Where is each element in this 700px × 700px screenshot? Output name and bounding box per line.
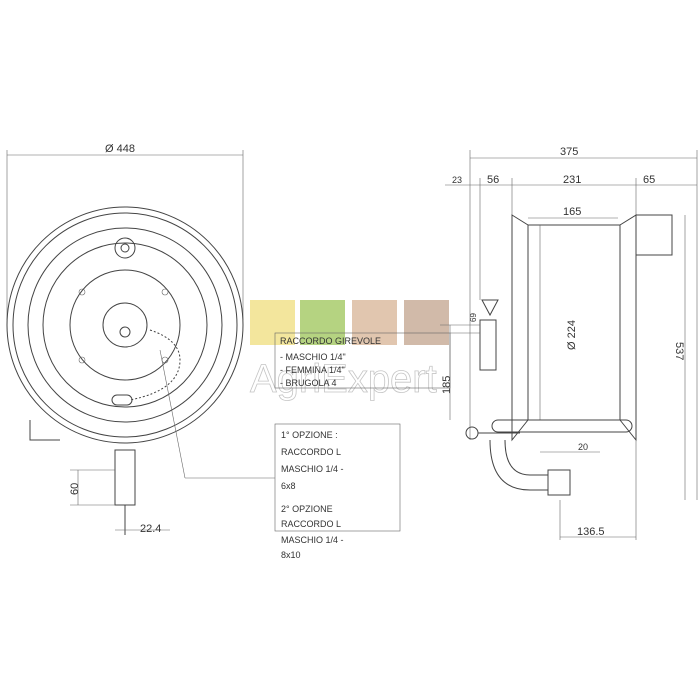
logo-tile-tools	[352, 300, 397, 345]
option-line-8: MASCHIO 1/4 -	[281, 535, 344, 545]
inlet-height-label: 185	[441, 376, 453, 394]
outlet-label: 136.5	[577, 526, 605, 538]
option-line-4: 6x8	[281, 481, 296, 491]
option-line-9: 8x10	[281, 550, 301, 560]
option-line-1: 1° OPZIONE :	[281, 430, 338, 440]
option-line-2: RACCORDO L	[281, 447, 341, 457]
swivel-line-3: - BRUGOLA 4	[280, 378, 337, 388]
drum-diameter-label: Ø 224	[566, 320, 578, 350]
watermark-text: AgriExpert	[250, 357, 437, 401]
logo-tile-wheelbarrow	[300, 300, 345, 345]
total-height-label: 537	[673, 342, 685, 360]
dim-231: 231	[563, 174, 581, 186]
inlet-offset-label: 69	[469, 313, 478, 322]
logo-tile-fence	[404, 300, 449, 345]
swivel-line-2: - FEMMINA 1/4"	[280, 365, 345, 375]
note-options: 1° OPZIONE : RACCORDO L MASCHIO 1/4 - 6x…	[274, 423, 401, 560]
drum-width-label: 165	[563, 206, 581, 218]
foot-height-label: 60	[69, 483, 81, 495]
pipe-width-label: 22.4	[140, 523, 161, 535]
note-swivel-fitting: RACCORDO GIREVOLE - MASCHIO 1/4" - FEMMI…	[274, 332, 480, 389]
logo-tile-tractor	[250, 300, 295, 345]
guide-label: 20	[578, 442, 588, 452]
dim-23: 23	[452, 175, 462, 185]
side-view: 375 23 56 231 65 165 Ø 224 537 185 69 20	[440, 146, 698, 540]
total-width-label: 375	[560, 146, 578, 158]
front-diameter-label: Ø 448	[105, 143, 135, 155]
dim-65: 65	[643, 174, 655, 186]
front-view: Ø 448 60 22.4	[6, 143, 275, 535]
dim-56: 56	[487, 174, 499, 186]
option-line-6: 2° OPZIONE	[281, 504, 333, 514]
swivel-title: RACCORDO GIREVOLE	[280, 336, 381, 346]
option-line-7: RACCORDO L	[281, 519, 341, 529]
watermark-logo: AgriExpert	[250, 300, 449, 401]
option-line-3: MASCHIO 1/4 -	[281, 464, 344, 474]
swivel-line-1: - MASCHIO 1/4"	[280, 352, 346, 362]
